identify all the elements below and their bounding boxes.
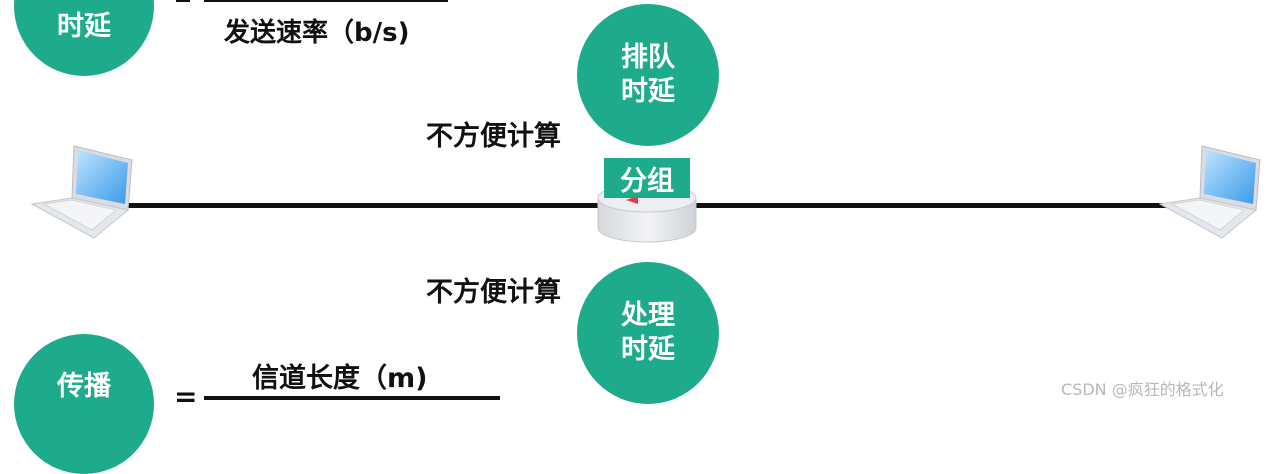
transmission-denominator: 发送速率（b/s): [224, 12, 409, 49]
processing-delay-bubble: 处理 时延: [577, 262, 719, 404]
packet-label: 分组: [604, 158, 690, 198]
transmission-fraction-bar: [204, 0, 448, 2]
watermark: CSDN @疯狂的格式化: [1061, 376, 1224, 400]
queuing-delay-bubble: 排队 时延: [577, 4, 719, 146]
propagation-numerator: 信道长度（m): [252, 356, 427, 395]
laptop-icon: [1158, 140, 1267, 240]
queuing-delay-line1: 排队: [621, 41, 675, 75]
processing-delay-line2: 时延: [621, 333, 675, 367]
transmission-delay-line2: 时延: [57, 10, 111, 44]
propagation-delay-line1: 传播: [57, 370, 111, 404]
propagation-delay-bubble: 传播: [14, 334, 154, 474]
transmission-delay-bubble: 时延: [14, 0, 154, 76]
processing-note: 不方便计算: [426, 270, 561, 309]
propagation-equals-sign: =: [174, 380, 197, 413]
processing-delay-line1: 处理: [621, 299, 675, 333]
laptop-icon: [30, 140, 140, 240]
queuing-note: 不方便计算: [426, 114, 561, 153]
transmission-equals-sign: [176, 0, 190, 2]
propagation-fraction-bar: [204, 396, 500, 400]
queuing-delay-line2: 时延: [621, 75, 675, 109]
